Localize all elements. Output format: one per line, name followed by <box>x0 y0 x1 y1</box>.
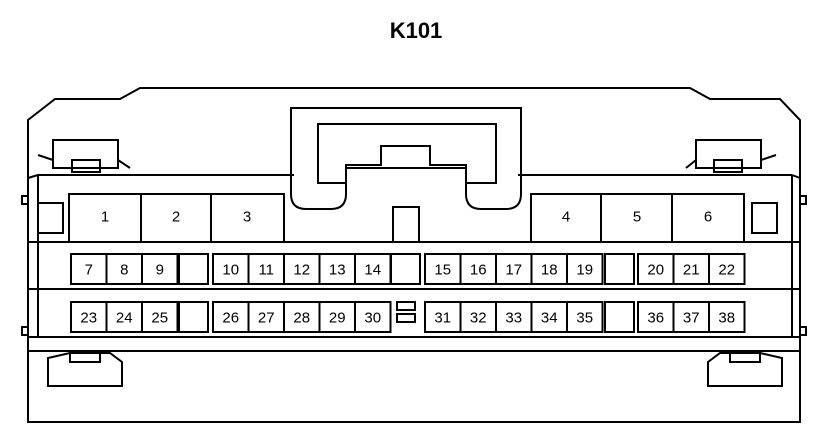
top-right-latch <box>685 139 777 173</box>
pin-38-cell <box>708 301 746 333</box>
pin-10-label: 10 <box>222 262 239 279</box>
top-left-latch <box>37 139 131 173</box>
pin-1-label: 1 <box>101 209 109 226</box>
connector-title: K101 <box>389 18 443 43</box>
large-pin-group-right <box>530 193 745 243</box>
pin-35-cell <box>566 301 604 333</box>
pin-29-label: 29 <box>329 310 346 327</box>
pin-18-label: 18 <box>541 262 558 279</box>
pin-19-cell <box>566 253 604 285</box>
filler-box <box>178 253 209 285</box>
end-box-left <box>37 202 64 234</box>
pin-28-label: 28 <box>293 310 310 327</box>
filler-box <box>604 301 635 333</box>
housing-outline <box>27 87 801 423</box>
left-side-tabs <box>21 195 29 336</box>
pin-23-label: 23 <box>80 310 97 327</box>
right-side-tabs <box>799 195 807 336</box>
pin-26-label: 26 <box>222 310 239 327</box>
pin-20-label: 20 <box>647 262 664 279</box>
pin-14-cell <box>354 253 392 285</box>
pin-25-label: 25 <box>151 310 168 327</box>
pin-38-label: 38 <box>718 310 735 327</box>
pin-34-label: 34 <box>541 310 558 327</box>
end-box-right <box>751 202 778 234</box>
pin-24-label: 24 <box>116 310 133 327</box>
pin-13-label: 13 <box>329 262 346 279</box>
pin-6-label: 6 <box>704 209 712 226</box>
filler-box <box>604 253 635 285</box>
pin-31-label: 31 <box>434 310 451 327</box>
filler-box <box>390 253 421 285</box>
large-pin-group-left <box>68 193 285 243</box>
pin-9-cell <box>141 253 179 285</box>
pin-5-label: 5 <box>633 209 641 226</box>
pin-19-label: 19 <box>576 262 593 279</box>
side-lines <box>27 174 801 336</box>
pin-22-label: 22 <box>718 262 735 279</box>
pin-36-label: 36 <box>647 310 664 327</box>
pin-25-cell <box>141 301 179 333</box>
pin-22-cell <box>708 253 746 285</box>
key-mark <box>396 313 416 323</box>
pin-17-label: 17 <box>505 262 522 279</box>
pin-35-label: 35 <box>576 310 593 327</box>
center-key <box>392 206 420 242</box>
pin-9-label: 9 <box>156 262 164 279</box>
bottom-right-latch <box>707 352 783 387</box>
pin-32-label: 32 <box>470 310 487 327</box>
bottom-left-latch <box>47 352 123 387</box>
pin-16-label: 16 <box>470 262 487 279</box>
pin-27-label: 27 <box>258 310 275 327</box>
pin-30-cell <box>354 301 392 333</box>
pin-11-label: 11 <box>258 262 274 279</box>
pin-3-label: 3 <box>243 209 251 226</box>
pin-12-label: 12 <box>293 262 310 279</box>
pin-37-label: 37 <box>683 310 700 327</box>
pin-14-label: 14 <box>364 262 381 279</box>
pin-4-label: 4 <box>562 209 570 226</box>
pin-2-label: 2 <box>172 209 180 226</box>
pin-8-label: 8 <box>120 262 128 279</box>
filler-box <box>178 301 209 333</box>
top-slot-inner <box>317 123 497 184</box>
pin-30-label: 30 <box>364 310 381 327</box>
pin-15-label: 15 <box>434 262 451 279</box>
pin-33-label: 33 <box>505 310 522 327</box>
pin-21-label: 21 <box>683 262 700 279</box>
key-mark <box>396 301 416 311</box>
pin-7-label: 7 <box>85 262 93 279</box>
